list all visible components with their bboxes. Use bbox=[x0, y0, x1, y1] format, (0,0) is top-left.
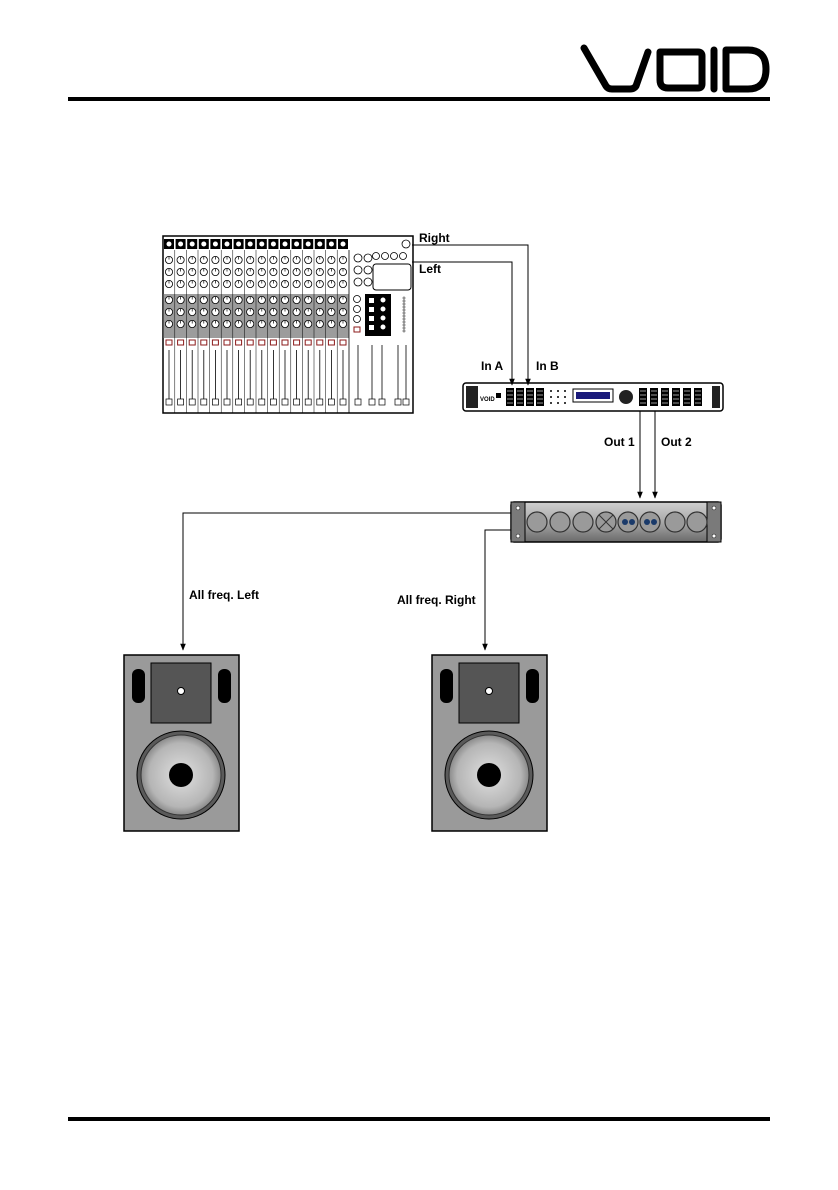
label-all-freq-right: All freq. Right bbox=[397, 593, 476, 607]
power-amplifier bbox=[511, 502, 721, 542]
label-all-freq-left: All freq. Left bbox=[189, 588, 259, 602]
mixing-console bbox=[163, 236, 413, 413]
speaker-processor: VOID bbox=[463, 383, 723, 411]
cable-all-freq-left bbox=[183, 513, 511, 650]
processor-brand: VOID bbox=[480, 397, 495, 403]
label-out-1: Out 1 bbox=[604, 435, 635, 449]
label-in-a: In A bbox=[481, 359, 504, 373]
cable-all-freq-right bbox=[485, 530, 511, 650]
label-in-b: In B bbox=[536, 359, 559, 373]
speaker-right bbox=[432, 655, 547, 831]
label-out-2: Out 2 bbox=[661, 435, 692, 449]
label-left: Left bbox=[419, 262, 441, 276]
label-right: Right bbox=[419, 231, 450, 245]
processor-encoder-knob bbox=[619, 390, 633, 404]
speaker-left bbox=[124, 655, 239, 831]
